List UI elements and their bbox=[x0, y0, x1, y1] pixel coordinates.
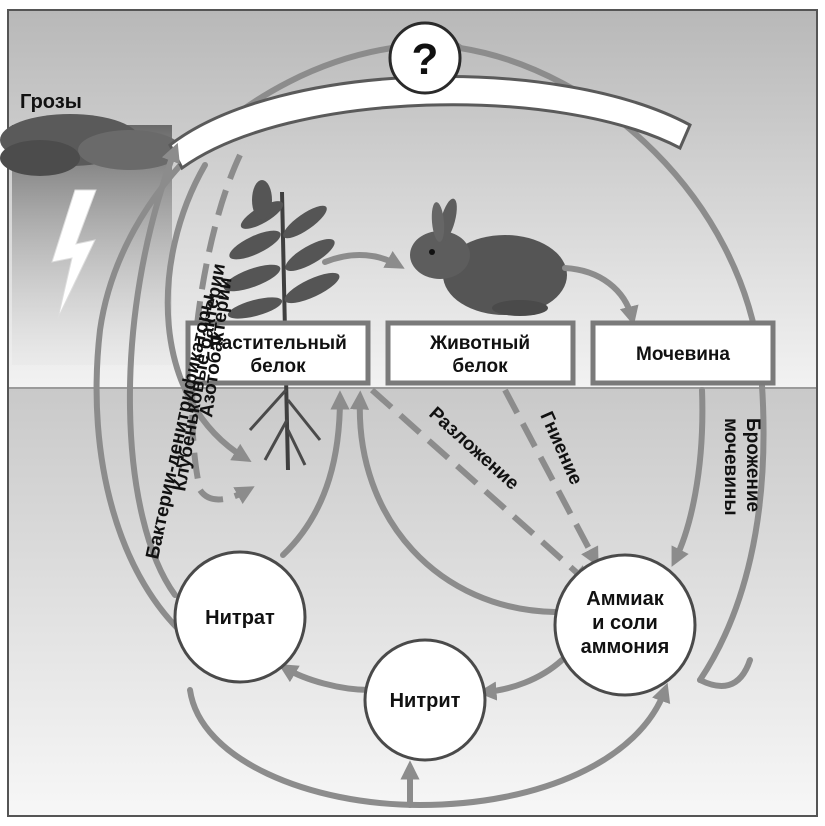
arrow-urea-fermentation bbox=[671, 387, 706, 567]
arrow-plant-to-animal bbox=[322, 251, 405, 269]
unknown-circle bbox=[388, 21, 462, 95]
urea-label: Мочевина bbox=[636, 344, 730, 365]
arrow-bottom-band bbox=[187, 682, 671, 809]
arrow-denitrification bbox=[127, 142, 180, 598]
arrow-decomposition bbox=[370, 387, 591, 586]
arrow-ammonia-to-plant bbox=[349, 390, 558, 615]
storm-cloud-icon bbox=[0, 114, 182, 365]
animal-protein-label-line1: Животный bbox=[429, 333, 530, 354]
nitrite-label: Нитрит bbox=[390, 690, 461, 712]
nitrate-node bbox=[173, 550, 307, 684]
plant-protein-box bbox=[185, 320, 371, 386]
rabbit-icon bbox=[410, 198, 567, 316]
arrow-right-connector bbox=[697, 657, 753, 689]
urea-fermentation-label-line2: мочевины bbox=[720, 418, 741, 516]
urea-box bbox=[590, 320, 776, 386]
ammonia-label-line3: аммония bbox=[581, 636, 670, 658]
arrow-animal-to-urea bbox=[562, 265, 639, 326]
plant-protein-label-line2: белок bbox=[250, 356, 306, 377]
plant-protein-label-line1: Растительный bbox=[209, 333, 347, 354]
arrow-putrefaction bbox=[502, 388, 599, 567]
nitrite-node bbox=[363, 638, 487, 762]
animal-protein-label-line2: белок bbox=[452, 356, 508, 377]
lightning-bolt-icon bbox=[51, 189, 97, 319]
frame-border bbox=[7, 9, 818, 817]
ammonia-label-line1: Аммиак bbox=[586, 588, 664, 610]
outer-arc-left bbox=[93, 45, 395, 643]
ammonia-label-line2: и соли bbox=[592, 612, 658, 634]
arrow-nodule-to-roots bbox=[164, 162, 252, 463]
animal-protein-box bbox=[385, 320, 576, 386]
urea-fermentation-label-line1: Брожение bbox=[742, 418, 763, 512]
unknown-label: ? bbox=[412, 35, 439, 84]
arrow-azotobacter-to-roots bbox=[189, 153, 255, 504]
arrow-nitrite-to-nitrate bbox=[278, 664, 373, 693]
nitrate-label: Нитрат bbox=[205, 607, 275, 629]
storm-label: Грозы bbox=[20, 91, 82, 113]
arrow-nitrate-to-plant bbox=[280, 390, 350, 558]
atmospheric-nitrogen-band bbox=[168, 74, 692, 171]
arrow-ammonia-to-nitrite bbox=[477, 657, 565, 701]
ammonia-node bbox=[553, 553, 697, 697]
